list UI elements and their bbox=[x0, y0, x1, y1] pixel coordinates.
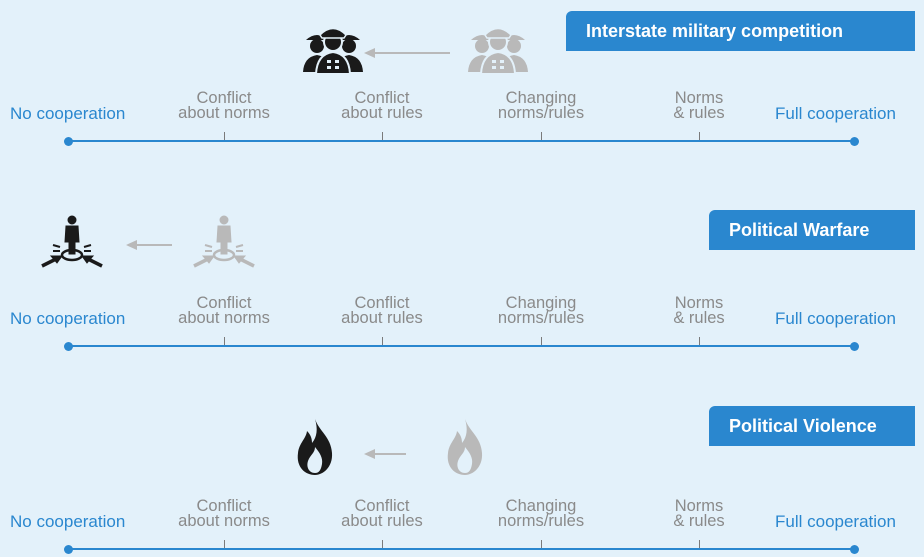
scale-endpoint-dot bbox=[849, 341, 859, 351]
scale-endpoint-dot bbox=[63, 544, 73, 554]
scale-point-line2: about norms bbox=[178, 309, 270, 327]
scale-tick bbox=[541, 337, 542, 345]
soldiers-icon bbox=[302, 27, 364, 75]
scale-point-line1: Conflict bbox=[354, 89, 410, 107]
scale-point-line2: about norms bbox=[178, 512, 270, 530]
scale-endpoint-dot bbox=[849, 544, 859, 554]
scale-tick bbox=[382, 337, 383, 345]
scale-left-label: No cooperation bbox=[10, 309, 126, 328]
targeted-person-icon bbox=[192, 214, 256, 268]
scale-point-line2: norms/rules bbox=[497, 104, 585, 122]
scale-point-line1: Changing bbox=[505, 294, 577, 312]
targeted-person-icon bbox=[40, 214, 104, 268]
scale-point-line2: & rules bbox=[673, 309, 725, 327]
scale-axis-line bbox=[68, 345, 854, 347]
panel-political-warfare: Political Warfare bbox=[0, 186, 924, 372]
scale-point-label: Norms& rules bbox=[629, 89, 769, 122]
scale-point-line1: Norms bbox=[674, 294, 724, 312]
flame-icon bbox=[297, 419, 333, 475]
scale-endpoint-dot bbox=[849, 136, 859, 146]
scale-right-label: Full cooperation bbox=[775, 309, 896, 328]
scale-point-line1: Conflict bbox=[354, 294, 410, 312]
scale-tick bbox=[224, 132, 225, 140]
scale-point-label: Norms& rules bbox=[629, 294, 769, 327]
scale-tick bbox=[699, 132, 700, 140]
scale-right-label: Full cooperation bbox=[775, 512, 896, 531]
scale-point-line2: about rules bbox=[341, 104, 423, 122]
scale-point-line2: about rules bbox=[341, 309, 423, 327]
panel-title: Political Warfare bbox=[709, 210, 915, 250]
scale-point-line1: Conflict bbox=[196, 497, 252, 515]
scale-point-line2: & rules bbox=[673, 512, 725, 530]
scale-tick bbox=[541, 132, 542, 140]
scale-point-line1: Conflict bbox=[354, 497, 410, 515]
scale-endpoint-dot bbox=[63, 341, 73, 351]
panel-military: Interstate military competition bbox=[0, 0, 924, 186]
panel-political-violence: Political Violence bbox=[0, 371, 924, 557]
scale-axis-line bbox=[68, 140, 854, 142]
scale-tick bbox=[699, 540, 700, 548]
scale-left-label: No cooperation bbox=[10, 104, 126, 123]
arrow-left-icon bbox=[126, 240, 172, 250]
flame-icon bbox=[447, 419, 483, 475]
soldiers-icon bbox=[467, 27, 529, 75]
scale-tick bbox=[224, 540, 225, 548]
scale-point-line2: norms/rules bbox=[497, 309, 585, 327]
scale-tick bbox=[224, 337, 225, 345]
scale-point-line2: & rules bbox=[673, 104, 725, 122]
scale-axis-line bbox=[68, 548, 854, 550]
panel-title: Interstate military competition bbox=[566, 11, 915, 51]
arrow-left-icon bbox=[364, 449, 406, 459]
scale-right-label: Full cooperation bbox=[775, 104, 896, 123]
panel-title: Political Violence bbox=[709, 406, 915, 446]
scale-point-label: Norms& rules bbox=[629, 497, 769, 530]
scale-tick bbox=[382, 132, 383, 140]
scale-point-line1: Norms bbox=[674, 89, 724, 107]
arrow-left-icon bbox=[364, 48, 450, 58]
scale-point-line2: norms/rules bbox=[497, 512, 585, 530]
scale-tick bbox=[699, 337, 700, 345]
scale-point-line2: about norms bbox=[178, 104, 270, 122]
scale-point-line1: Norms bbox=[674, 497, 724, 515]
scale-point-line1: Conflict bbox=[196, 89, 252, 107]
scale-tick bbox=[541, 540, 542, 548]
scale-point-line1: Changing bbox=[505, 89, 577, 107]
scale-point-line1: Changing bbox=[505, 497, 577, 515]
scale-left-label: No cooperation bbox=[10, 512, 126, 531]
scale-point-line2: about rules bbox=[341, 512, 423, 530]
scale-endpoint-dot bbox=[63, 136, 73, 146]
scale-point-line1: Conflict bbox=[196, 294, 252, 312]
scale-tick bbox=[382, 540, 383, 548]
